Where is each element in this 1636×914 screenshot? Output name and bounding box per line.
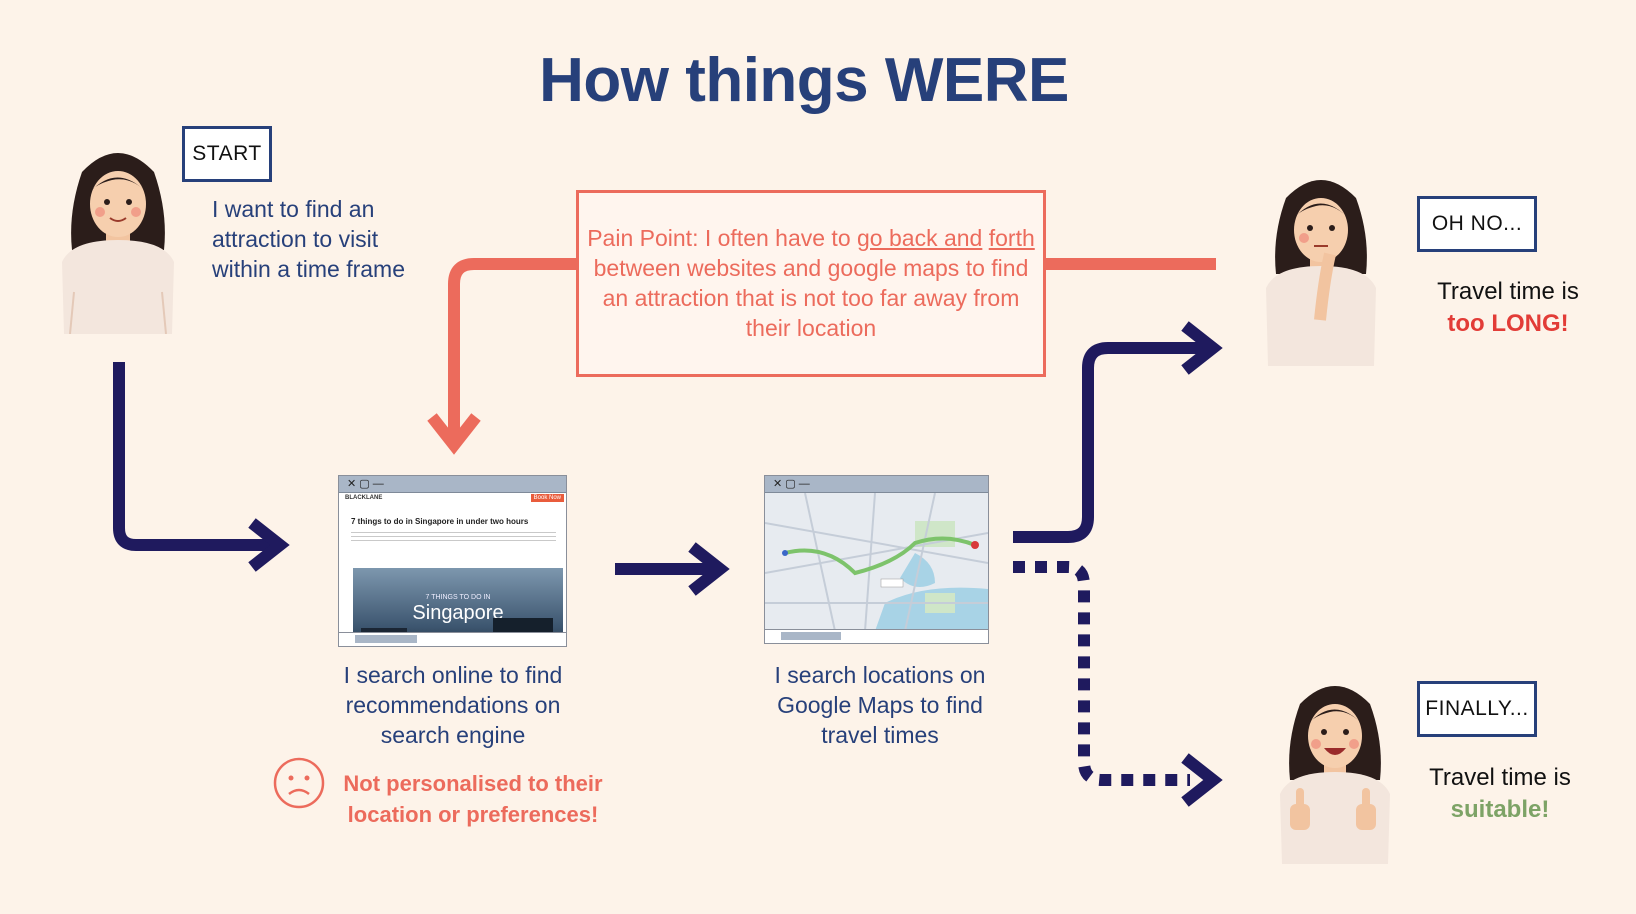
arrowhead-search-to-maps	[688, 542, 730, 596]
arrowhead-start-to-search	[248, 518, 290, 572]
intro-line-1: I want to find an	[212, 196, 375, 222]
scrollbar-thumb[interactable]	[355, 635, 417, 643]
warning-line-2: location or preferences!	[347, 802, 599, 827]
skyline-left	[361, 628, 407, 632]
step2-caption-line-1: I search locations on	[774, 662, 986, 688]
woman-thinking-icon	[1266, 180, 1376, 366]
warning-line-1: Not personalised to their	[343, 771, 603, 796]
personalisation-warning: Not personalised to their location or pr…	[328, 768, 618, 830]
too-long-line-1: Travel time is	[1437, 278, 1579, 305]
search-result-content: BLACKLANE Book Now 7 things to do in Sin…	[339, 493, 566, 632]
step1-caption-line-2: recommendations on	[345, 692, 561, 718]
start-tag: START	[182, 126, 272, 182]
suitable-line-1: Travel time is	[1429, 764, 1571, 791]
arrow-start-to-search	[113, 362, 278, 551]
site-brand: BLACKLANE	[345, 495, 383, 501]
arrow-maps-to-too-long	[1013, 342, 1210, 543]
intro-text: I want to find an attraction to visit wi…	[212, 194, 452, 284]
maps-horizontal-scrollbar[interactable]	[765, 629, 988, 643]
step2-caption: I search locations on Google Maps to fin…	[740, 660, 1020, 750]
arrowhead-pain-point	[427, 413, 481, 455]
arrowhead-suitable	[1181, 753, 1223, 807]
search-result-window: ✕ ▢ — BLACKLANE Book Now 7 things to do …	[338, 475, 567, 647]
pain-point-box: Pain Point: I often have to go back and …	[576, 190, 1046, 377]
maps-window-titlebar: ✕ ▢ —	[765, 476, 988, 493]
woman-thumbs-up-icon	[1280, 686, 1390, 864]
horizontal-scrollbar[interactable]	[339, 632, 566, 646]
woman-start-icon	[62, 153, 174, 334]
banner-big-text: Singapore	[412, 602, 504, 624]
step1-caption-line-3: search engine	[380, 722, 526, 748]
too-long-text: Travel time is too LONG!	[1420, 276, 1596, 340]
pain-point-loop-line	[448, 258, 1216, 440]
pain-point-suffix: between websites and google maps to find…	[593, 255, 1029, 341]
sad-face-icon	[273, 757, 325, 809]
article-body-lines	[351, 529, 556, 543]
step2-caption-line-2: Google Maps to find	[777, 692, 983, 718]
step1-caption-line-1: I search online to find	[343, 662, 563, 688]
arrowhead-too-long	[1181, 321, 1223, 375]
window-titlebar: ✕ ▢ —	[339, 476, 566, 493]
pain-point-underline-2: forth	[988, 225, 1035, 251]
pain-point-prefix: Pain Point: I often have to	[587, 225, 858, 251]
intro-line-2: attraction to visit	[212, 226, 379, 252]
too-long-line-2: too LONG!	[1447, 310, 1569, 337]
finally-tag: FINALLY...	[1417, 681, 1537, 737]
maps-scrollbar-thumb[interactable]	[781, 632, 841, 640]
google-maps-window: ✕ ▢ —	[764, 475, 989, 644]
suitable-line-2: suitable!	[1450, 796, 1550, 823]
oh-no-tag: OH NO...	[1417, 196, 1537, 252]
step1-caption: I search online to find recommendations …	[300, 660, 606, 750]
intro-line-3: within a time frame	[212, 256, 406, 282]
pain-point-underline-1: go back and	[857, 225, 983, 251]
book-now-button[interactable]: Book Now	[530, 494, 564, 502]
banner-small-text: 7 THINGS TO DO IN	[425, 594, 491, 601]
dotted-arrow-maps-to-suitable	[1013, 561, 1190, 786]
suitable-text: Travel time is suitable!	[1412, 762, 1588, 826]
skyline-right	[493, 618, 553, 632]
map-view	[765, 493, 988, 631]
article-headline: 7 things to do in Singapore in under two…	[351, 517, 529, 526]
step2-caption-line-3: travel times	[821, 722, 939, 748]
page-title: How things WERE	[539, 46, 1069, 115]
singapore-banner: 7 THINGS TO DO IN Singapore	[353, 568, 563, 632]
